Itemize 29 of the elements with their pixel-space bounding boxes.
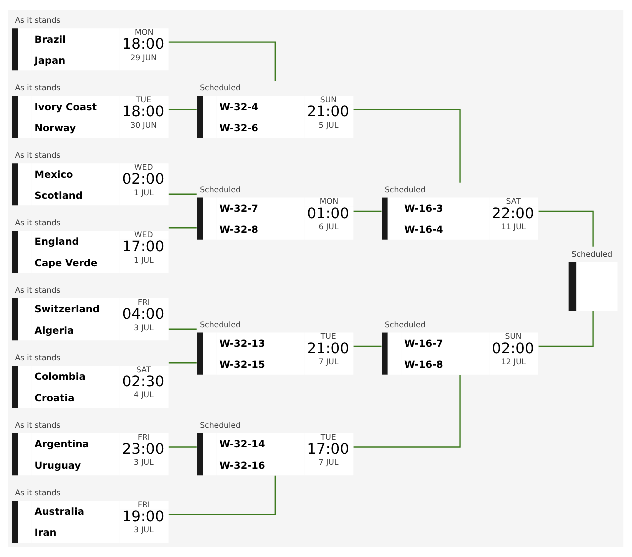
connector	[168, 446, 197, 448]
connector	[168, 109, 197, 110]
connector	[354, 346, 382, 348]
node-label: Scheduled	[200, 185, 241, 194]
node-label: Scheduled	[200, 84, 241, 93]
node-label: As it stands	[15, 16, 61, 26]
connector	[168, 328, 197, 330]
connector	[354, 375, 461, 448]
node-label: Scheduled	[384, 320, 426, 330]
connector	[538, 311, 594, 348]
node-label: As it stands	[15, 421, 61, 430]
connector	[168, 228, 197, 229]
connector	[354, 109, 461, 183]
node-label: As it stands	[15, 488, 61, 498]
node-label: As it stands	[15, 151, 61, 160]
node-label: As it stands	[15, 354, 61, 363]
node-label: As it stands	[15, 218, 61, 228]
node-label: Scheduled	[572, 250, 613, 259]
connector	[168, 42, 276, 82]
node-label: Scheduled	[200, 320, 241, 330]
node-label: As it stands	[15, 84, 61, 93]
connector	[168, 362, 197, 364]
connector	[168, 194, 197, 195]
connector	[354, 210, 382, 212]
connector	[538, 210, 594, 247]
connector	[168, 476, 276, 516]
node-label: Scheduled	[384, 185, 426, 194]
node-label: As it stands	[15, 286, 61, 296]
node-label: Scheduled	[200, 421, 241, 430]
